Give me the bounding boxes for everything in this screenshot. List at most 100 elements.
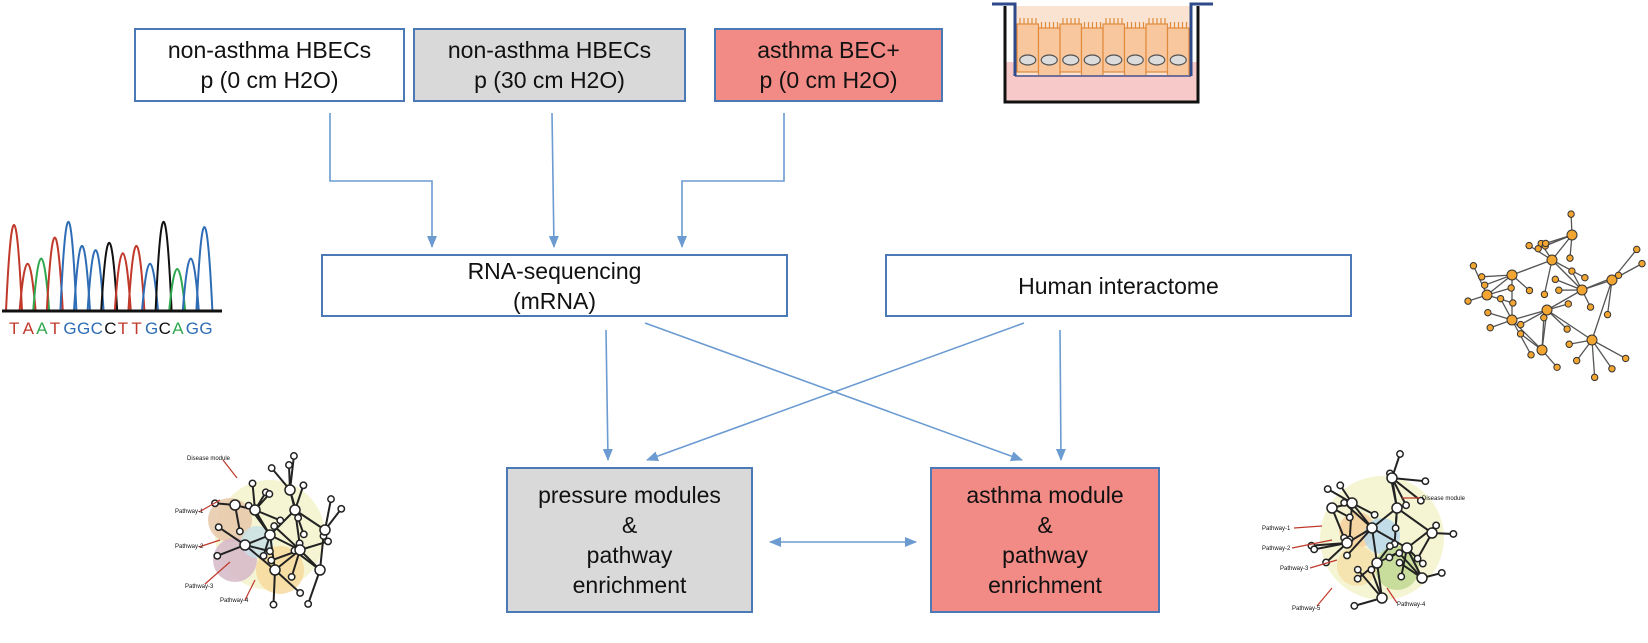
- chromatogram-peak: [100, 241, 119, 312]
- dna-letter: A: [36, 319, 48, 338]
- dna-letter: A: [172, 319, 184, 338]
- module-network-left-illustration: Disease modulePathway-1Pathway-2Pathway-…: [175, 452, 346, 609]
- module-node: [1396, 450, 1404, 458]
- module-hub-node: [289, 504, 301, 516]
- module-hub-node: [314, 564, 326, 576]
- asthma-module-line1: asthma module: [966, 482, 1124, 508]
- dna-letter: G: [186, 319, 199, 338]
- network-hub-node: [1586, 334, 1598, 346]
- network-node: [1534, 244, 1542, 253]
- module-hub-node: [1346, 497, 1358, 509]
- network-node: [1551, 275, 1560, 284]
- network-node: [1516, 320, 1525, 329]
- network-node: [1496, 294, 1505, 303]
- module-hub-node: [249, 504, 261, 516]
- cell-culture-insert-illustration: [992, 2, 1213, 104]
- network-node: [1566, 254, 1574, 262]
- network-node: [1567, 210, 1575, 218]
- cell-nucleus: [1148, 54, 1166, 66]
- module-label: Pathway-2: [175, 544, 204, 550]
- cell-nucleus: [1062, 54, 1080, 66]
- arrow-interactome-to-asthma: [1055, 329, 1066, 461]
- module-label: Pathway-3: [185, 584, 214, 590]
- chromatogram-peak: [5, 223, 23, 312]
- module-label: Disease module: [1422, 496, 1466, 502]
- dna-letter: C: [104, 319, 116, 338]
- module-hub-node: [1341, 537, 1353, 549]
- network-node: [1516, 330, 1525, 338]
- module-hub-node: [1326, 502, 1338, 514]
- dna-letter: G: [63, 319, 76, 338]
- module-hub-node: [1371, 557, 1383, 569]
- pressure-modules-box: pressure modules & pathway enrichment: [506, 467, 753, 613]
- arrow-interactome-to-pressure: [646, 322, 1025, 461]
- module-node: [1323, 485, 1332, 493]
- chromatogram-peak: [59, 220, 78, 312]
- module-node: [289, 452, 298, 460]
- module-node: [1353, 565, 1362, 574]
- module-node: [296, 588, 305, 597]
- module-node: [285, 461, 293, 469]
- interactome-network-illustration: [1464, 210, 1646, 382]
- network-node: [1541, 239, 1550, 248]
- network-node: [1509, 299, 1517, 307]
- module-hub-node: [1391, 502, 1403, 514]
- module-node: [1413, 554, 1422, 563]
- network-node: [1555, 286, 1563, 294]
- module-node: [269, 600, 278, 609]
- pathway-pointer: [222, 459, 238, 479]
- network-node: [1540, 290, 1549, 299]
- rnaseq-box: RNA-sequencing (mRNA): [321, 254, 788, 317]
- module-node: [213, 551, 222, 560]
- module-node: [267, 464, 276, 473]
- module-node: [276, 516, 285, 525]
- interactome-box-label: Human interactome: [1018, 272, 1219, 299]
- input-box-asthma-bec-line2: p (0 cm H2O): [759, 67, 898, 93]
- cell-nucleus: [1105, 54, 1123, 66]
- module-node: [1402, 501, 1411, 510]
- module-node: [299, 481, 308, 490]
- input-box-nonasthma-30cm-line1: non-asthma HBECs: [447, 37, 652, 63]
- arrow-rnaseq-to-pressure: [602, 329, 613, 461]
- arrow-input1-to-rnaseq: [329, 113, 437, 248]
- module-node: [259, 551, 268, 560]
- module-hub-node: [229, 499, 241, 511]
- pressure-modules-line4: enrichment: [572, 572, 687, 598]
- module-node: [1395, 558, 1404, 567]
- module-label: Pathway-5: [1292, 606, 1321, 612]
- module-label: Pathway-1: [1262, 526, 1291, 532]
- module-node: [1449, 530, 1458, 538]
- interactome-box: Human interactome: [885, 254, 1352, 317]
- cell-nucleus: [1169, 54, 1187, 66]
- network-node: [1633, 245, 1641, 254]
- asthma-module-line2: &: [1037, 512, 1053, 538]
- epithelial-cell: [1037, 27, 1061, 77]
- chromatogram-peak: [73, 244, 91, 312]
- module-node: [1336, 481, 1345, 490]
- cell-nucleus: [1019, 54, 1037, 66]
- module-node: [327, 495, 335, 504]
- module-hub-node: [284, 484, 296, 496]
- chromatogram-peak: [154, 220, 173, 312]
- module-label: Pathway-3: [1280, 566, 1309, 572]
- network-hub-node: [1546, 254, 1558, 266]
- network-hub-node: [1576, 284, 1588, 296]
- chromatogram-peak: [45, 236, 64, 312]
- network-node: [1540, 313, 1548, 322]
- cell-nucleus: [1083, 54, 1101, 66]
- dna-letter: T: [131, 319, 141, 338]
- module-label: Pathway-2: [1262, 546, 1291, 552]
- module-label: Pathway-1: [175, 509, 204, 515]
- pathway-pointer: [1309, 559, 1338, 569]
- module-node: [324, 537, 333, 546]
- network-node: [1564, 300, 1573, 308]
- arrow-input3-to-rnaseq: [677, 113, 785, 248]
- network-node: [1614, 271, 1623, 280]
- module-hub-node: [1366, 522, 1378, 534]
- pathway-pointer: [198, 499, 221, 513]
- module-node: [1367, 565, 1376, 574]
- input-box-nonasthma-30cm: non-asthma HBECs p (30 cm H2O): [413, 28, 686, 102]
- cell-nucleus: [1126, 54, 1144, 66]
- asthma-module-box: asthma module & pathway enrichment: [930, 467, 1160, 613]
- asthma-module-line4: enrichment: [988, 572, 1102, 598]
